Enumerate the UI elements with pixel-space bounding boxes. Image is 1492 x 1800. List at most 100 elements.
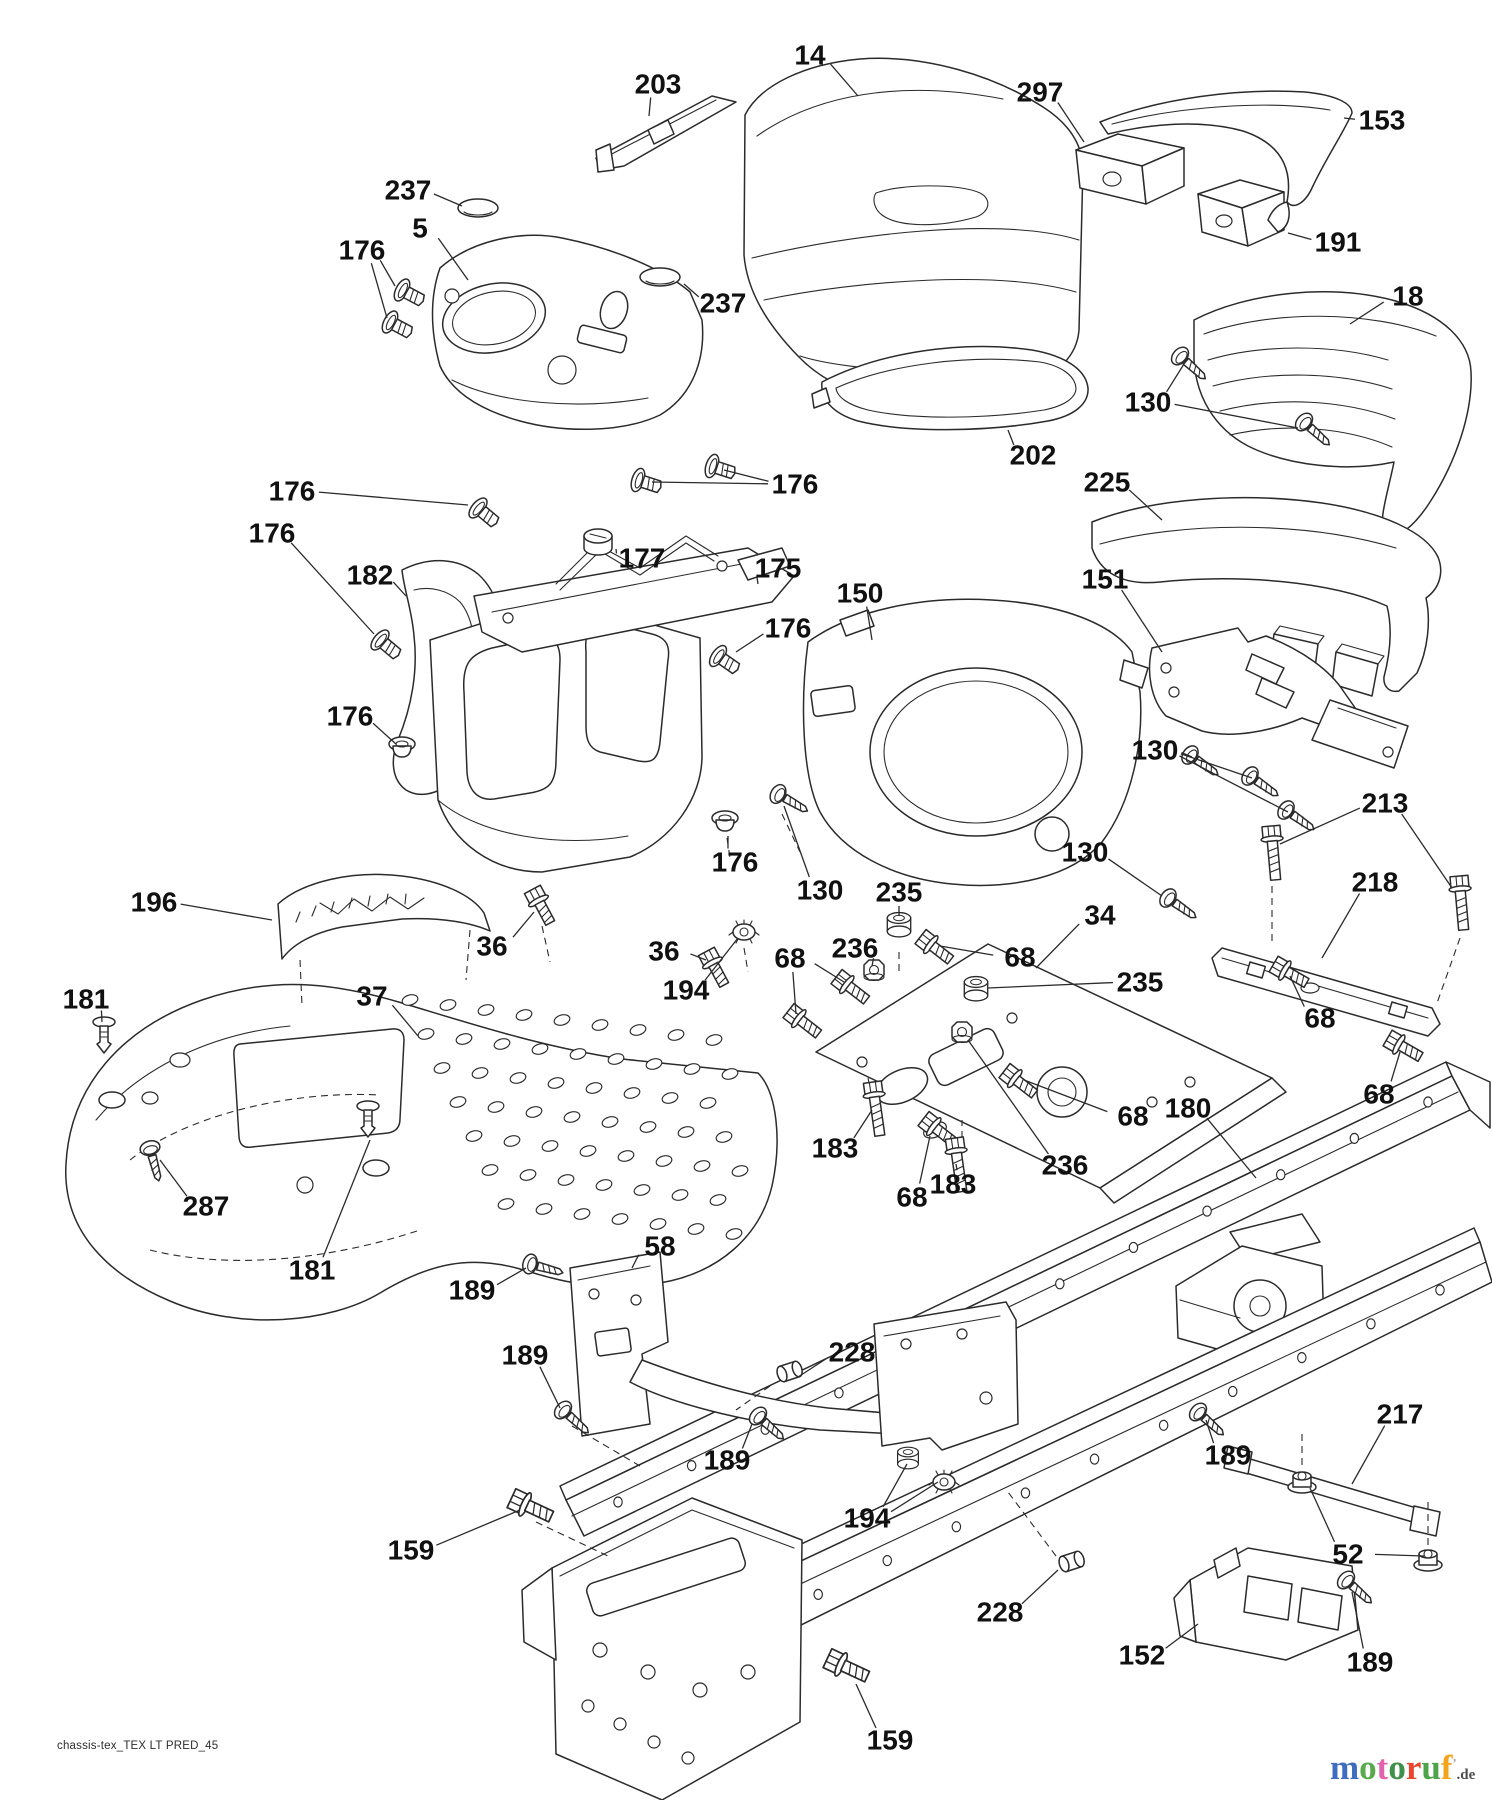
fender-vent-hole — [535, 1203, 553, 1215]
part-number-153: 153 — [1359, 105, 1406, 136]
fasteners — [92, 198, 1476, 1689]
leader-line — [1351, 1425, 1386, 1485]
leader-line — [866, 606, 873, 641]
leader-line — [1349, 301, 1385, 325]
rail-hole — [1089, 1453, 1100, 1465]
leader-line — [322, 1139, 371, 1258]
leader-line — [290, 542, 375, 635]
leader-line — [683, 283, 700, 298]
leader-line — [1279, 807, 1361, 845]
leader-line — [379, 259, 396, 287]
part-number-183: 183 — [812, 1133, 859, 1164]
part-number-297: 297 — [1017, 77, 1064, 108]
bolt-159 — [505, 1485, 558, 1529]
leader-line — [651, 481, 769, 485]
rail-hole — [1020, 1487, 1031, 1499]
screw-130 — [1273, 797, 1321, 839]
part-number-151: 151 — [1082, 564, 1129, 595]
leader-line — [1343, 117, 1356, 120]
part-number-130: 130 — [1062, 837, 1109, 868]
fender-vent-hole — [481, 1164, 499, 1176]
shoulder-screw-176 — [390, 275, 430, 313]
part-number-36: 36 — [476, 931, 507, 962]
logo-mark: ’ — [1452, 1755, 1457, 1770]
fender-vent-hole — [623, 1087, 641, 1099]
fender-vent-hole — [617, 1150, 635, 1162]
side-panel-part-191 — [1197, 179, 1285, 247]
part-number-236: 236 — [1042, 1150, 1089, 1181]
fender-vent-hole — [601, 1116, 619, 1128]
part-number-237: 237 — [385, 175, 432, 206]
fender-vent-hole — [655, 1155, 673, 1167]
part-number-176: 176 — [269, 476, 316, 507]
fender-vent-hole — [465, 1130, 483, 1142]
part-number-175: 175 — [755, 553, 802, 584]
part-number-181: 181 — [63, 984, 110, 1015]
part-number-196: 196 — [131, 887, 178, 918]
shoulder-screw-176 — [378, 307, 418, 345]
leader-line — [1289, 975, 1305, 1007]
fender-vent-hole — [721, 1068, 739, 1080]
leader-line — [539, 1366, 561, 1409]
leader-line — [690, 953, 707, 961]
fender-vent-hole — [661, 1092, 679, 1104]
part-number-152: 152 — [1119, 1640, 1166, 1671]
nut-236 — [951, 1021, 973, 1044]
part-number-189: 189 — [1347, 1647, 1394, 1678]
spacer-228 — [1056, 1549, 1087, 1574]
fender-vent-hole — [525, 1106, 543, 1118]
rail-hole — [1275, 1169, 1286, 1181]
leader-line — [1165, 1623, 1199, 1649]
bolt-68 — [781, 1001, 827, 1044]
leader-line — [1121, 589, 1163, 653]
leader-line — [792, 971, 797, 1015]
fender-vent-hole — [591, 1019, 609, 1031]
logo-letter: u — [1421, 1748, 1441, 1787]
leader-line — [318, 491, 469, 506]
part-number-34: 34 — [1084, 900, 1116, 931]
part-number-14: 14 — [794, 40, 826, 71]
leader-line — [1205, 1419, 1215, 1444]
hood-vent-part-202 — [811, 345, 1089, 431]
leader-line — [1181, 752, 1193, 758]
spacer-235 — [886, 911, 912, 938]
part-number-189: 189 — [704, 1445, 751, 1476]
fender-vent-hole — [645, 1058, 663, 1070]
leader-line — [1180, 753, 1253, 779]
part-number-237: 237 — [700, 288, 747, 319]
fender-vent-hole — [693, 1160, 711, 1172]
part-number-181: 181 — [289, 1255, 336, 1286]
rail-hole — [686, 1460, 697, 1472]
part-number-287: 287 — [183, 1191, 230, 1222]
part-number-228: 228 — [829, 1337, 876, 1368]
fender-vent-hole — [417, 1028, 435, 1040]
leader-line — [1179, 755, 1289, 813]
part-number-130: 130 — [797, 875, 844, 906]
part-number-177: 177 — [619, 543, 666, 574]
part-number-236: 236 — [832, 933, 879, 964]
leader-line — [1035, 923, 1080, 969]
grommet-181 — [98, 1091, 126, 1109]
leader-line — [391, 1004, 419, 1037]
leader-line — [939, 945, 994, 956]
part-number-218: 218 — [1352, 867, 1399, 898]
leader-line — [704, 937, 739, 981]
part-number-176: 176 — [249, 518, 296, 549]
push-rivet-181 — [92, 1016, 116, 1054]
grommet-181 — [362, 1159, 390, 1177]
fender-vent-hole — [639, 1121, 657, 1133]
leader-line — [797, 1357, 828, 1378]
leader-line — [830, 63, 859, 97]
drawbar-part-217 — [1223, 1445, 1441, 1537]
fender-vent-hole — [569, 1048, 587, 1060]
leader-line — [159, 1159, 188, 1197]
well-nut-176 — [711, 810, 739, 832]
fender-vent-hole — [649, 1218, 667, 1230]
fender-vent-hole — [455, 1033, 473, 1045]
bolt-213 — [1447, 874, 1476, 932]
leader-line — [1401, 813, 1453, 889]
leader-line — [437, 237, 469, 281]
fender-vent-hole — [531, 1043, 549, 1055]
rail-hole — [1128, 1241, 1139, 1254]
part-number-189: 189 — [1205, 1440, 1252, 1471]
